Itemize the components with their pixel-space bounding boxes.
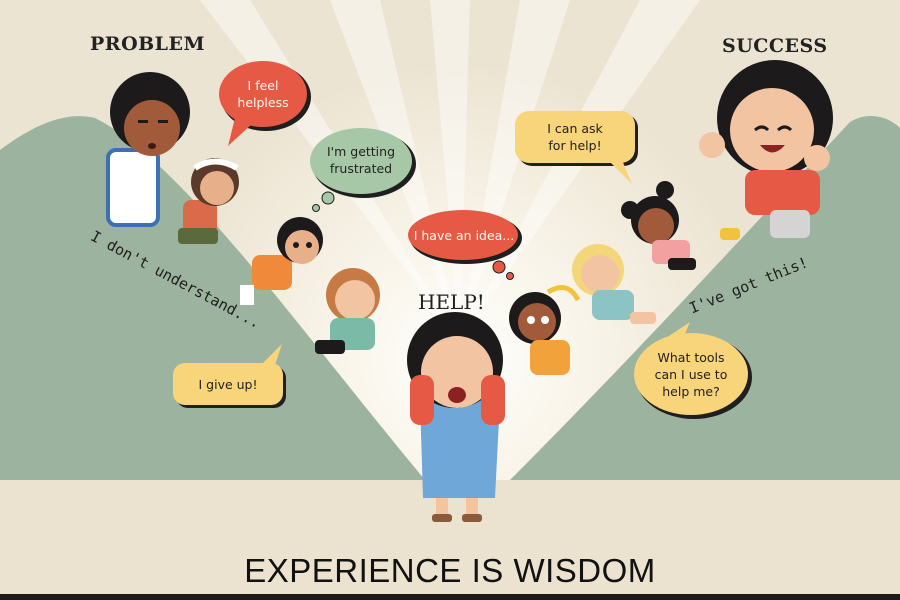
problem-label: PROBLEM: [90, 33, 206, 55]
ground: [0, 480, 900, 600]
falling-boy-icon: [240, 217, 323, 305]
bubble-what-tools: [634, 322, 752, 419]
bubble-can-ask: [515, 111, 638, 184]
success-girl-icon: [699, 60, 833, 240]
bubble-give-up-text: I give up!: [198, 377, 258, 392]
bubble-have-idea-text: I have an idea...: [413, 228, 515, 243]
bubble-what-tools-text: What tools can I use to help me?: [654, 350, 728, 399]
bubble-getting-frustrated-text: I'm getting frustrated: [326, 144, 396, 176]
help-label: HELP!: [418, 290, 485, 314]
boy-character-icon: [106, 72, 190, 227]
bubble-have-idea: [408, 210, 522, 280]
buns-girl-icon: [621, 181, 696, 270]
bubble-give-up: [173, 344, 286, 408]
blonde-girl-icon: [572, 244, 656, 324]
bottom-bar: [0, 594, 900, 600]
success-label: SUCCESS: [722, 35, 828, 57]
crying-girl-icon: [178, 158, 239, 244]
thinking-girl-icon: [509, 285, 581, 375]
page-title: EXPERIENCE IS WISDOM: [244, 552, 656, 589]
bubble-can-ask-text: I can ask for help!: [547, 121, 603, 153]
central-girl-icon: [407, 312, 505, 522]
bubble-getting-frustrated: [310, 128, 416, 212]
bubble-feel-helpless-text: I feel helpless: [237, 78, 289, 110]
bubble-feel-helpless: [219, 61, 311, 146]
angry-girl-icon: [315, 268, 380, 354]
